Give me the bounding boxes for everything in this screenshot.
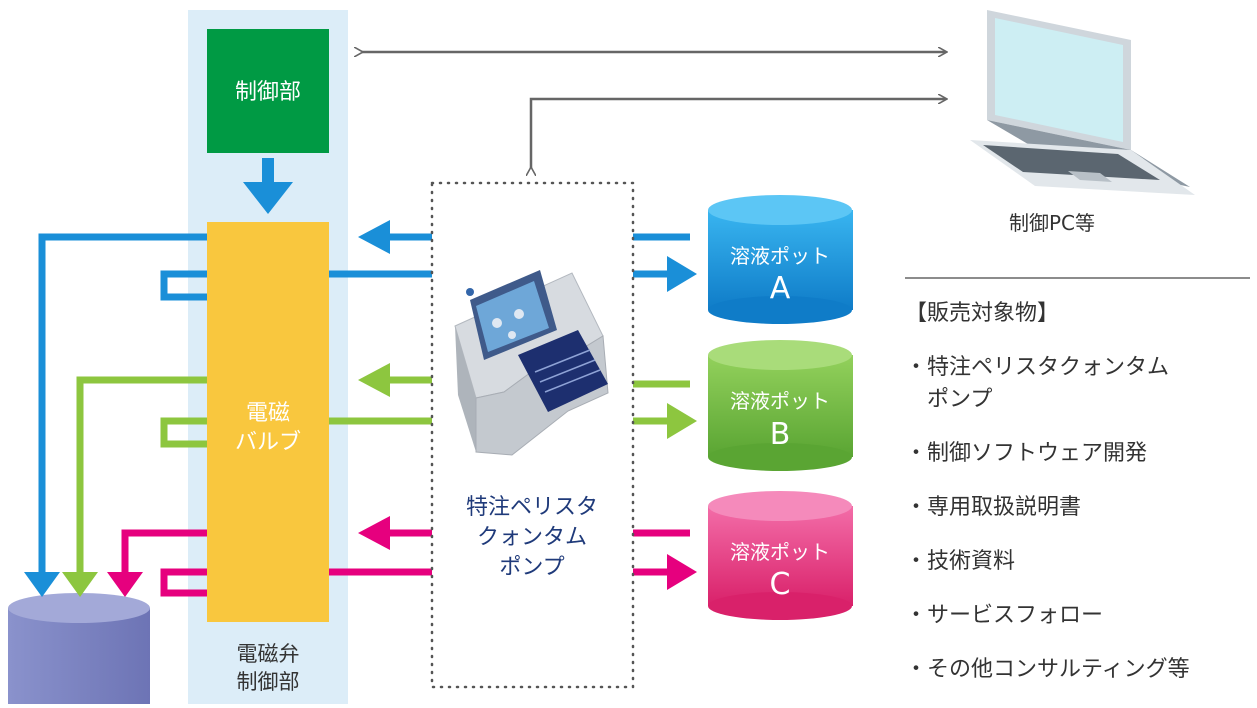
green-down-arrow-head [62,572,98,597]
bullet: ・ [905,603,928,628]
pot-b-letter: B [770,417,791,452]
control-to-valve-arrow-shaft [262,158,274,186]
sales-item-text: 技術資料 [927,549,1016,574]
green-right-arrow-head [667,403,697,439]
control-unit-label: 制御部 [235,80,301,105]
sales-item-text: その他コンサルティング等 [927,657,1190,682]
sales-item-software: ・ 制御ソフトウェア開発 [905,438,1255,470]
sales-item-text: 専用取扱説明書 [927,495,1082,520]
pot-c-label: 溶液ポット [730,540,830,564]
sales-item-text: 制御ソフトウェア開発 [927,441,1148,466]
bullet: ・ [905,355,928,380]
valve-controller-label-2: 制御部 [237,670,300,694]
pink-left-arrow-head [358,516,390,550]
solenoid-valve-box [207,222,329,622]
pump-label-2: クォンタム [477,525,587,550]
pump-label-1: 特注ペリスタ [466,495,598,520]
sales-item-service: ・ サービスフォロー [905,600,1255,632]
blue-left-arrow-head [358,220,390,254]
sales-list: 【販売対象物】 ・ 特注ペリスタクォンタム ポンプ ・ 制御ソフトウェア開発 ・… [905,298,1255,708]
solution-pot-c: 溶液ポット C [708,491,853,620]
sales-item-text: 特注ペリスタクォンタム [927,355,1170,380]
valve-controller-label-1: 電磁弁 [237,642,300,666]
sales-item-manual: ・ 専用取扱説明書 [905,492,1255,524]
blue-right-arrow-head [667,256,697,292]
solution-pot-a: 溶液ポット A [708,195,853,324]
blue-line-group [38,233,690,575]
collector-vessel [8,593,150,704]
sales-heading: 【販売対象物】 [905,301,1060,326]
bullet: ・ [905,657,928,682]
green-left-arrow-head [358,363,390,397]
pink-down-arrow-head [107,572,143,597]
pink-right-arrow-head [667,554,697,590]
bullet: ・ [905,441,928,466]
solution-pot-b: 溶液ポット B [708,340,853,471]
pot-a-letter: A [770,271,791,306]
solenoid-valve-label-2: バルブ [235,430,301,455]
pump-device-image [454,270,609,456]
blue-down-arrow-head [24,572,60,597]
pot-c-letter: C [770,567,791,602]
pot-a-label: 溶液ポット [730,244,830,268]
laptop-icon [970,10,1195,195]
sales-item-custom-pump: ・ 特注ペリスタクォンタム ポンプ [905,352,1255,416]
pot-b-label: 溶液ポット [730,389,830,413]
bullet: ・ [905,549,928,574]
sales-item-tech-docs: ・ 技術資料 [905,546,1255,578]
sales-item-consulting: ・ その他コンサルティング等 [905,654,1255,686]
green-line-group [76,376,690,575]
pink-line-group [121,529,690,597]
control-unit-box [207,29,329,153]
solenoid-valve-label-1: 電磁 [246,401,290,426]
bullet: ・ [905,495,928,520]
pc-label: 制御PC等 [1009,211,1095,235]
pump-label-3: ポンプ [499,555,564,580]
sales-item-text-2: ポンプ [927,387,993,412]
pc-pump-connector [531,99,946,168]
sales-item-text: サービスフォロー [927,603,1104,628]
control-to-valve-arrow-head [243,182,293,214]
